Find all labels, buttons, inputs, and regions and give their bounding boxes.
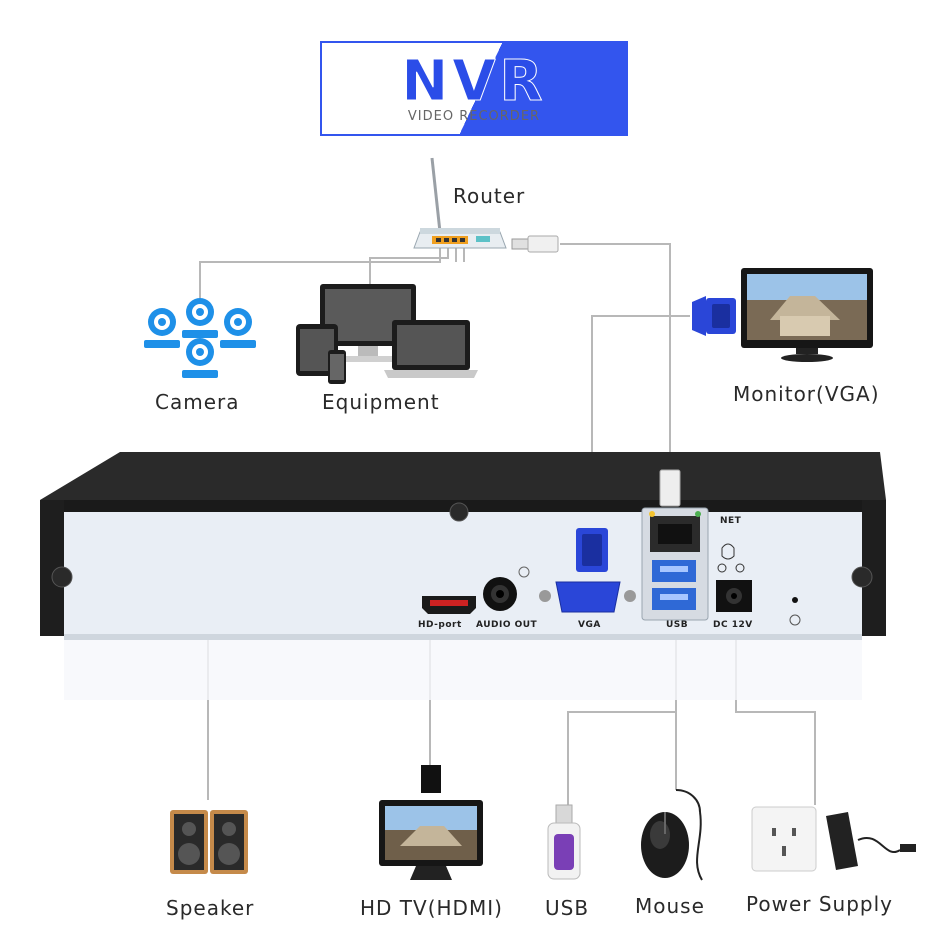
cable-router-net (560, 243, 671, 470)
dc-port-label: DC 12V (713, 620, 753, 630)
hdtv-label: HD TV(HDMI) (360, 896, 503, 920)
camera-1 (144, 308, 180, 348)
vga-port-label: VGA (578, 620, 601, 630)
hdmi-port-label: HD-port (418, 620, 462, 630)
cable-router-equipment (369, 248, 449, 288)
cable-usb (567, 711, 676, 805)
banner-title: NVR (401, 49, 547, 115)
speaker-device (170, 810, 248, 874)
vga-port (539, 528, 636, 613)
camera-label: Camera (155, 390, 240, 414)
banner-subtitle: VIDEO RECORDER (407, 109, 541, 124)
usb-stick-device (547, 804, 581, 880)
hdmi-plug (421, 765, 441, 793)
reset-hole (792, 597, 798, 603)
audio-out-port (483, 566, 530, 611)
net-port-label: NET (720, 516, 742, 526)
power-supply-label: Power Supply (746, 892, 893, 916)
nvr-chassis (40, 452, 886, 700)
camera-group (144, 298, 256, 378)
camera-3 (220, 308, 256, 348)
monitor-label: Monitor(VGA) (733, 382, 880, 406)
mouse-small-icon (721, 543, 735, 560)
banner: NVR VIDEO RECORDER (320, 41, 628, 136)
mouse-label: Mouse (635, 894, 705, 918)
mouse-device (641, 789, 703, 881)
ground-icon (789, 614, 801, 626)
equipment-devices (296, 284, 478, 384)
net-usb-block (641, 469, 709, 621)
equipment-label: Equipment (322, 390, 440, 414)
router-label: Router (453, 184, 526, 208)
audio-out-label: AUDIO OUT (476, 620, 538, 630)
usb-label: USB (545, 896, 590, 920)
camera-2 (182, 298, 218, 338)
dc-port (716, 563, 752, 612)
router-device (413, 157, 559, 253)
vga-monitor (692, 268, 873, 362)
speaker-label: Speaker (166, 896, 255, 920)
cable-router-camera (199, 248, 441, 298)
hdtv-device (379, 800, 483, 880)
usb-port-label: USB (666, 620, 689, 630)
power-supply-device (751, 806, 916, 872)
camera-4 (182, 338, 218, 378)
hdmi-port (422, 596, 476, 614)
